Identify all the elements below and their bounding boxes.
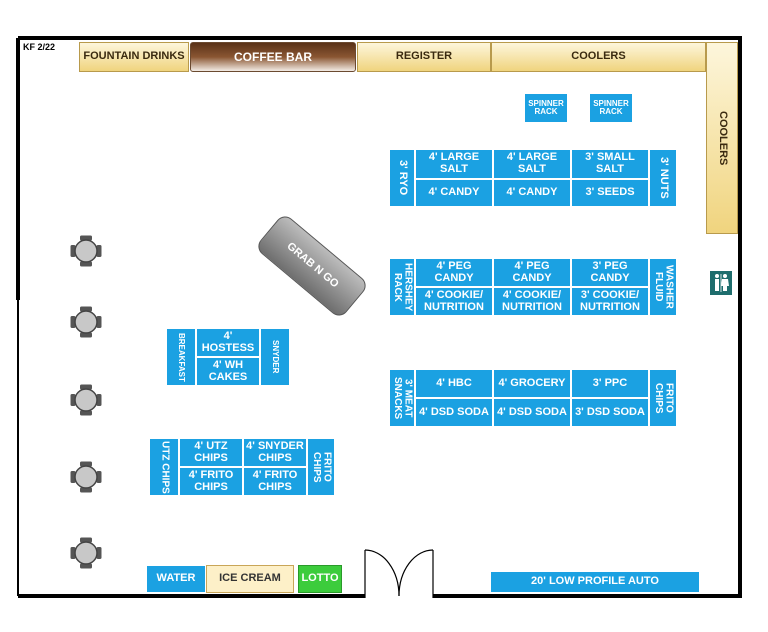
hostess-bottom: 4' WH CAKES	[196, 357, 260, 386]
chair	[70, 245, 76, 257]
table-top	[74, 388, 98, 412]
fountain-drinks: FOUNTAIN DRINKS	[79, 42, 189, 72]
chair	[96, 547, 102, 559]
chair	[96, 245, 102, 257]
chair	[80, 410, 92, 416]
aisle1-top-2: 4' LARGE SALT	[493, 149, 571, 179]
cafe-table	[70, 306, 102, 338]
aisle2-top-3: 3' PEG CANDY	[571, 258, 649, 287]
aisle2-bottom-1: 4' COOKIE/ NUTRITION	[415, 287, 493, 316]
low-profile-auto: 20' LOW PROFILE AUTO	[490, 571, 700, 593]
chair	[96, 394, 102, 406]
aisle2-top-1: 4' PEG CANDY	[415, 258, 493, 287]
aisle3-bottom-2: 4' DSD SODA	[493, 398, 571, 427]
aisle3-bottom-3: 3' DSD SODA	[571, 398, 649, 427]
chair	[70, 394, 76, 406]
aisle1-left-end: 3' RYO	[389, 149, 415, 207]
plan-version-tag: KF 2/22	[23, 42, 56, 52]
aisle1-bottom-3: 3' SEEDS	[571, 179, 649, 207]
table-top	[74, 465, 98, 489]
cafe-tables	[70, 235, 102, 569]
chair	[80, 487, 92, 493]
chips-left-end: UTZ CHIPS	[149, 438, 179, 496]
coffee-bar: COFFEE BAR	[190, 42, 356, 72]
hostess-right-end: SNYDER	[260, 328, 290, 386]
aisle1-bottom-1: 4' CANDY	[415, 179, 493, 207]
chair	[70, 547, 76, 559]
spinner-rack-1: SPINNER RACK	[524, 93, 568, 123]
store-walls	[16, 36, 742, 598]
chair	[80, 563, 92, 569]
entrance-door	[364, 549, 434, 598]
aisle2-top-2: 4' PEG CANDY	[493, 258, 571, 287]
chair	[80, 384, 92, 390]
aisle2-left-end: HERSHEY RACK	[389, 258, 415, 316]
chair	[80, 261, 92, 267]
table-top	[74, 239, 98, 263]
restroom-icon	[710, 271, 732, 295]
aisle3-right-end: FRITO CHIPS	[649, 369, 677, 427]
aisle1-top-1: 4' LARGE SALT	[415, 149, 493, 179]
register: REGISTER	[357, 42, 491, 72]
chair	[80, 306, 92, 312]
ice-cream: ICE CREAM	[206, 565, 294, 593]
spinner-rack-2: SPINNER RACK	[589, 93, 633, 123]
hostess-top: 4' HOSTESS	[196, 328, 260, 357]
chair	[96, 316, 102, 328]
aisle1-bottom-2: 4' CANDY	[493, 179, 571, 207]
water: WATER	[146, 565, 206, 593]
aisle3-top-3: 3' PPC	[571, 369, 649, 398]
chair	[80, 332, 92, 338]
aisle2-bottom-2: 4' COOKIE/ NUTRITION	[493, 287, 571, 316]
cafe-table	[70, 235, 102, 267]
chair	[70, 316, 76, 328]
hostess-left-end: BREAKFAST	[166, 328, 196, 386]
chair	[96, 471, 102, 483]
chips-top-2: 4' SNYDER CHIPS	[243, 438, 307, 467]
cafe-table	[70, 384, 102, 416]
chips-top-1: 4' UTZ CHIPS	[179, 438, 243, 467]
cafe-table	[70, 461, 102, 493]
aisle3-top-1: 4' HBC	[415, 369, 493, 398]
chair	[70, 471, 76, 483]
aisle3-left-end: 3' MEAT SNACKS	[389, 369, 415, 427]
table-top	[74, 541, 98, 565]
aisle1-right-end: 3' NUTS	[649, 149, 677, 207]
aisle3-top-2: 4' GROCERY	[493, 369, 571, 398]
aisle2-right-end: WASHER FLUID	[649, 258, 677, 316]
coolers-top: COOLERS	[491, 42, 706, 72]
chips-bottom-1: 4' FRITO CHIPS	[179, 467, 243, 496]
aisle1-top-3: 3' SMALL SALT	[571, 149, 649, 179]
aisle3-bottom-1: 4' DSD SODA	[415, 398, 493, 427]
aisle2-bottom-3: 3' COOKIE/ NUTRITION	[571, 287, 649, 316]
cafe-table	[70, 537, 102, 569]
chips-bottom-2: 4' FRITO CHIPS	[243, 467, 307, 496]
chair	[80, 537, 92, 543]
chair	[80, 235, 92, 241]
lotto: LOTTO	[298, 565, 342, 593]
coolers-right: COOLERS	[706, 42, 738, 234]
chips-right-end: FRITO CHIPS	[307, 438, 335, 496]
table-top	[74, 310, 98, 334]
chair	[80, 461, 92, 467]
